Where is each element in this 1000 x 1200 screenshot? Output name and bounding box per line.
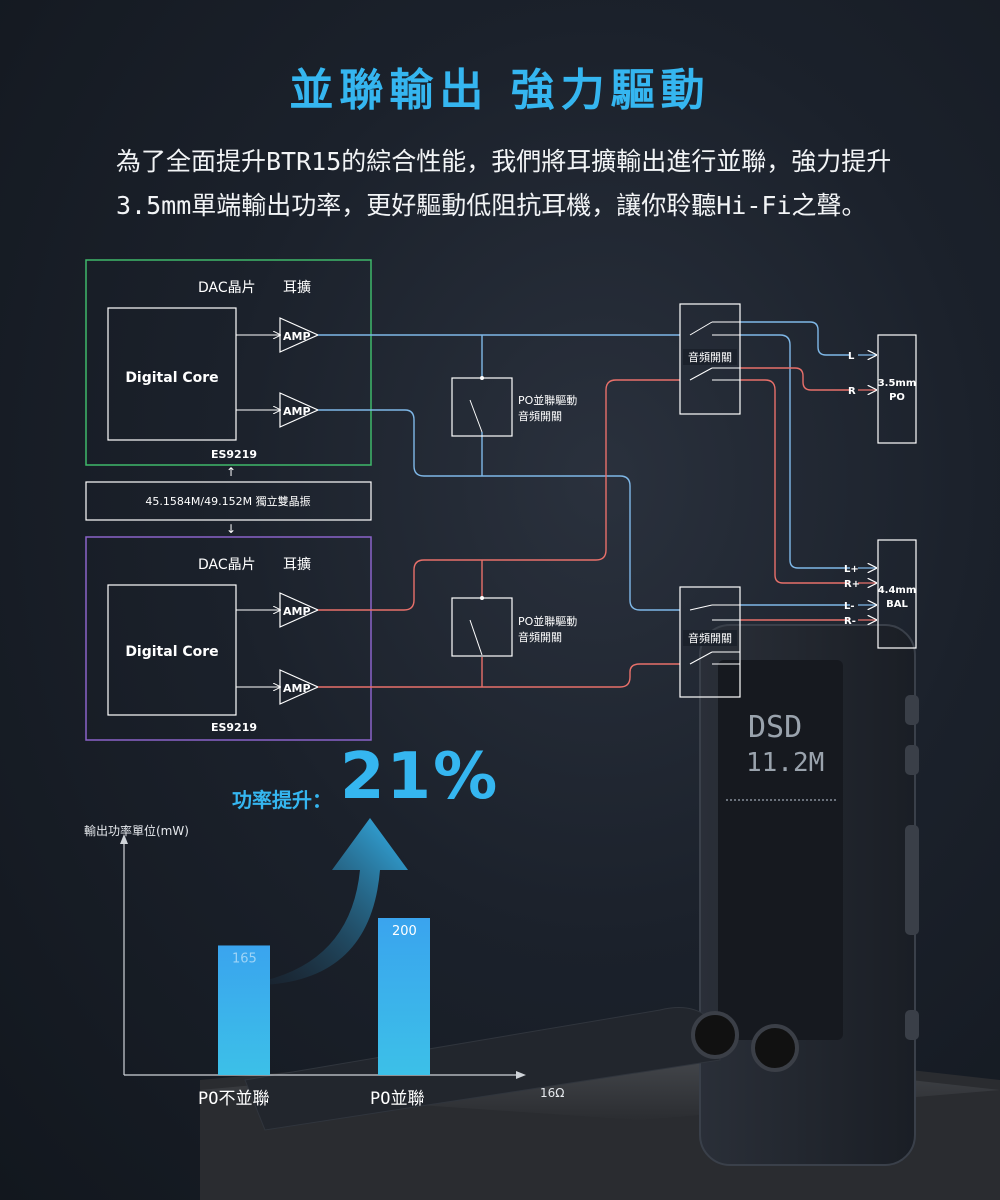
chip-bottom-amp-label: 耳擴 <box>283 556 311 573</box>
pin-44-Rp: R+ <box>844 579 860 590</box>
intro-paragraph: 為了全面提升BTR15的綜合性能，我們將耳擴輸出進行並聯，強力提升3.5mm單端… <box>116 147 892 220</box>
chart-x-arrow <box>516 1071 526 1079</box>
chip-bottom-box <box>85 536 372 741</box>
audio-switch-bottom-label: 音頻開關 <box>688 631 732 645</box>
chart-bar-0 <box>218 945 270 1075</box>
chart-bar-label-0: 165 <box>232 951 257 966</box>
chart-category-1: PO並聯 <box>370 1089 425 1109</box>
page-title: 並聯輸出 強力驅動 <box>289 65 711 116</box>
port-35mm <box>877 334 917 444</box>
amp-bottom-2 <box>279 669 320 705</box>
chip-top-model: ES9219 <box>211 448 257 461</box>
pin-44-Lp: L+ <box>844 564 859 575</box>
digital-core-bottom <box>107 584 237 716</box>
po-switch-bottom-label-1: PO並聯驅動 <box>518 614 577 628</box>
amp-top-2-label: AMP <box>283 405 311 418</box>
arrow-down: ↓ <box>226 522 236 536</box>
chart-bar-1 <box>378 918 430 1075</box>
amp-bottom-1 <box>279 592 320 628</box>
port-35mm-label-2: PO <box>889 392 905 403</box>
port-44mm <box>877 539 917 649</box>
pin-44-Rm: R- <box>844 616 856 627</box>
port-44mm-label-2: BAL <box>886 599 908 610</box>
power-boost-value: 21% <box>340 740 500 814</box>
chip-top-amp-label: 耳擴 <box>283 279 311 296</box>
oscillator-label: 45.1584M/49.152M 獨立雙晶振 <box>145 494 310 508</box>
digital-core-top-label: Digital Core <box>125 370 218 386</box>
growth-arrow <box>242 818 408 986</box>
chart-x-unit: 16Ω <box>540 1086 565 1100</box>
amp-bottom-1-label: AMP <box>283 605 311 618</box>
chip-bottom-model: ES9219 <box>211 721 257 734</box>
po-switch-bottom-label-2: 音頻開關 <box>518 630 562 644</box>
device-screen-format: DSD <box>748 710 803 745</box>
amp-top-1 <box>279 317 320 353</box>
pin-44-Lm: L- <box>844 601 855 612</box>
po-switch-top-label-2: 音頻開關 <box>518 409 562 423</box>
port-44mm-label-1: 4.4mm <box>878 585 917 596</box>
chart-bar-label-1: 200 <box>392 924 417 939</box>
port-35mm-label-1: 3.5mm <box>878 378 917 389</box>
chip-bottom-dac-label: DAC晶片 <box>198 557 256 573</box>
digital-core-top <box>107 307 237 441</box>
po-switch-top-label-1: PO並聯驅動 <box>518 393 577 407</box>
oscillator-box <box>85 481 372 521</box>
audio-switch-bottom <box>679 586 741 698</box>
chart-y-label: 輸出功率單位(mW) <box>84 824 189 838</box>
amp-top-2 <box>279 392 320 428</box>
power-boost-label: 功率提升： <box>232 788 332 812</box>
arrow-up: ↑ <box>226 465 236 479</box>
amp-bottom-2-label: AMP <box>283 682 311 695</box>
chip-top-box <box>85 259 372 466</box>
amp-top-1-label: AMP <box>283 330 311 343</box>
audio-switch-top <box>679 303 741 415</box>
digital-core-bottom-label: Digital Core <box>125 644 218 660</box>
chart-y-arrow <box>120 834 128 844</box>
device-screen-rate: 11.2M <box>746 748 825 778</box>
audio-switch-top-label: 音頻開關 <box>688 350 732 364</box>
pin-35-R: R <box>848 386 856 397</box>
chart-category-0: PO不並聯 <box>198 1089 270 1109</box>
chip-top-dac-label: DAC晶片 <box>198 280 256 296</box>
pin-35-L: L <box>848 351 855 362</box>
